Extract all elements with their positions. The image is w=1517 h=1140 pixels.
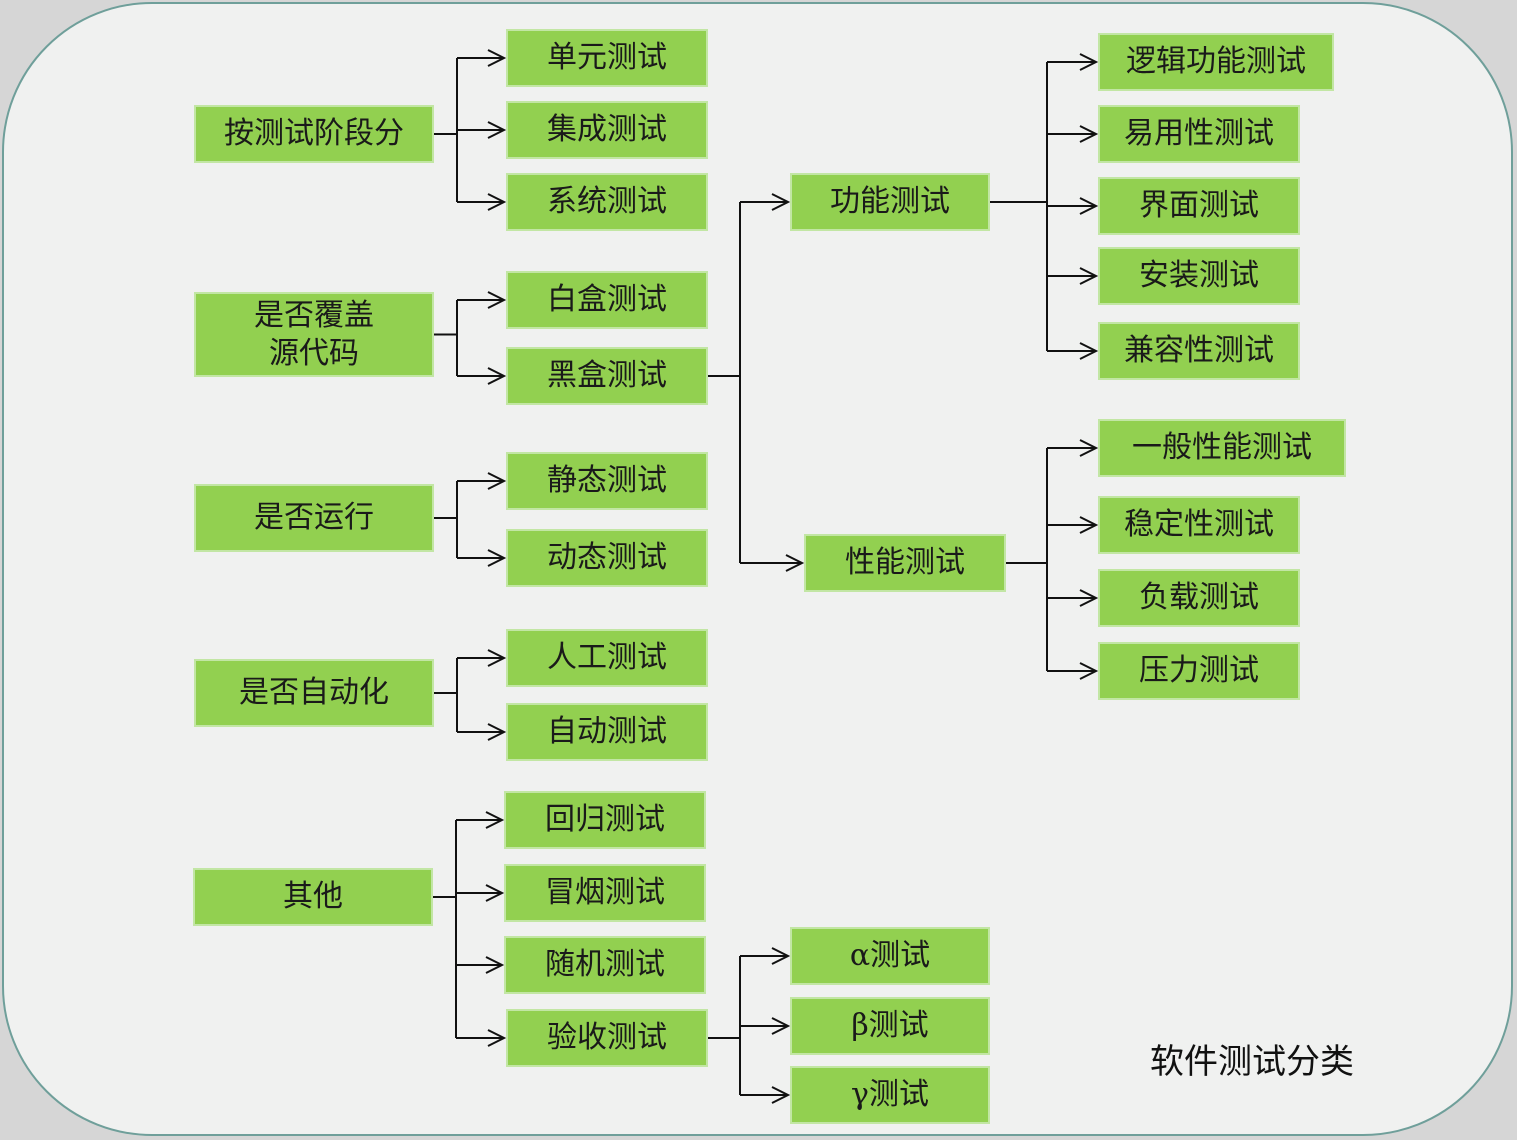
arrowhead-alpha	[771, 947, 791, 965]
node-functional: 功能测试	[790, 173, 990, 231]
node-logic: 逻辑功能测试	[1098, 33, 1334, 91]
arrowhead-integration	[487, 121, 507, 139]
node-unit: 单元测试	[506, 29, 708, 87]
arrowhead-manual	[487, 649, 507, 667]
node-autotest: 自动测试	[506, 703, 708, 761]
node-stage: 按测试阶段分	[194, 105, 434, 163]
node-usability: 易用性测试	[1098, 105, 1300, 163]
arrowhead-dynamic	[487, 549, 507, 567]
node-gamma: γ测试	[790, 1066, 990, 1124]
arrowhead-stability	[1079, 516, 1099, 534]
node-blackbox: 黑盒测试	[506, 347, 708, 405]
arrowhead-performance	[785, 554, 805, 572]
node-system: 系统测试	[506, 173, 708, 231]
arrowhead-stress	[1079, 662, 1099, 680]
arrowhead-ui	[1079, 197, 1099, 215]
arrowhead-beta	[771, 1017, 791, 1035]
node-compat: 兼容性测试	[1098, 322, 1300, 380]
arrowhead-compat	[1079, 342, 1099, 360]
arrowhead-autotest	[487, 723, 507, 741]
arrowhead-whitebox	[487, 291, 507, 309]
node-other: 其他	[193, 868, 433, 926]
arrowhead-generalperf	[1079, 439, 1099, 457]
node-regression: 回归测试	[504, 791, 706, 849]
node-stress: 压力测试	[1098, 642, 1300, 700]
arrowhead-regression	[485, 811, 505, 829]
arrowhead-smoke	[485, 884, 505, 902]
node-beta: β测试	[790, 997, 990, 1055]
node-ui: 界面测试	[1098, 177, 1300, 235]
arrowhead-static	[487, 472, 507, 490]
node-install: 安装测试	[1098, 247, 1300, 305]
diagram-caption: 软件测试分类	[1150, 1042, 1354, 1082]
arrowhead-install	[1079, 267, 1099, 285]
node-generalperf: 一般性能测试	[1098, 419, 1346, 477]
node-alpha: α测试	[790, 927, 990, 985]
arrowhead-gamma	[771, 1086, 791, 1104]
arrowhead-random	[485, 956, 505, 974]
arrowhead-blackbox	[487, 367, 507, 385]
node-acceptance: 验收测试	[506, 1009, 708, 1067]
node-smoke: 冒烟测试	[504, 864, 706, 922]
node-load: 负载测试	[1098, 569, 1300, 627]
node-stability: 稳定性测试	[1098, 496, 1300, 554]
node-run: 是否运行	[194, 484, 434, 552]
node-manual: 人工测试	[506, 629, 708, 687]
arrowhead-acceptance	[487, 1029, 507, 1047]
arrowhead-system	[487, 193, 507, 211]
arrowhead-usability	[1079, 125, 1099, 143]
arrowhead-logic	[1079, 53, 1099, 71]
node-coverage: 是否覆盖 源代码	[194, 292, 434, 377]
arrowhead-load	[1079, 589, 1099, 607]
node-performance: 性能测试	[804, 534, 1006, 592]
arrowhead-unit	[487, 49, 507, 67]
node-static: 静态测试	[506, 452, 708, 510]
node-integration: 集成测试	[506, 101, 708, 159]
node-auto: 是否自动化	[194, 659, 434, 727]
node-whitebox: 白盒测试	[506, 271, 708, 329]
node-dynamic: 动态测试	[506, 529, 708, 587]
node-random: 随机测试	[504, 936, 706, 994]
arrowhead-functional	[771, 193, 791, 211]
